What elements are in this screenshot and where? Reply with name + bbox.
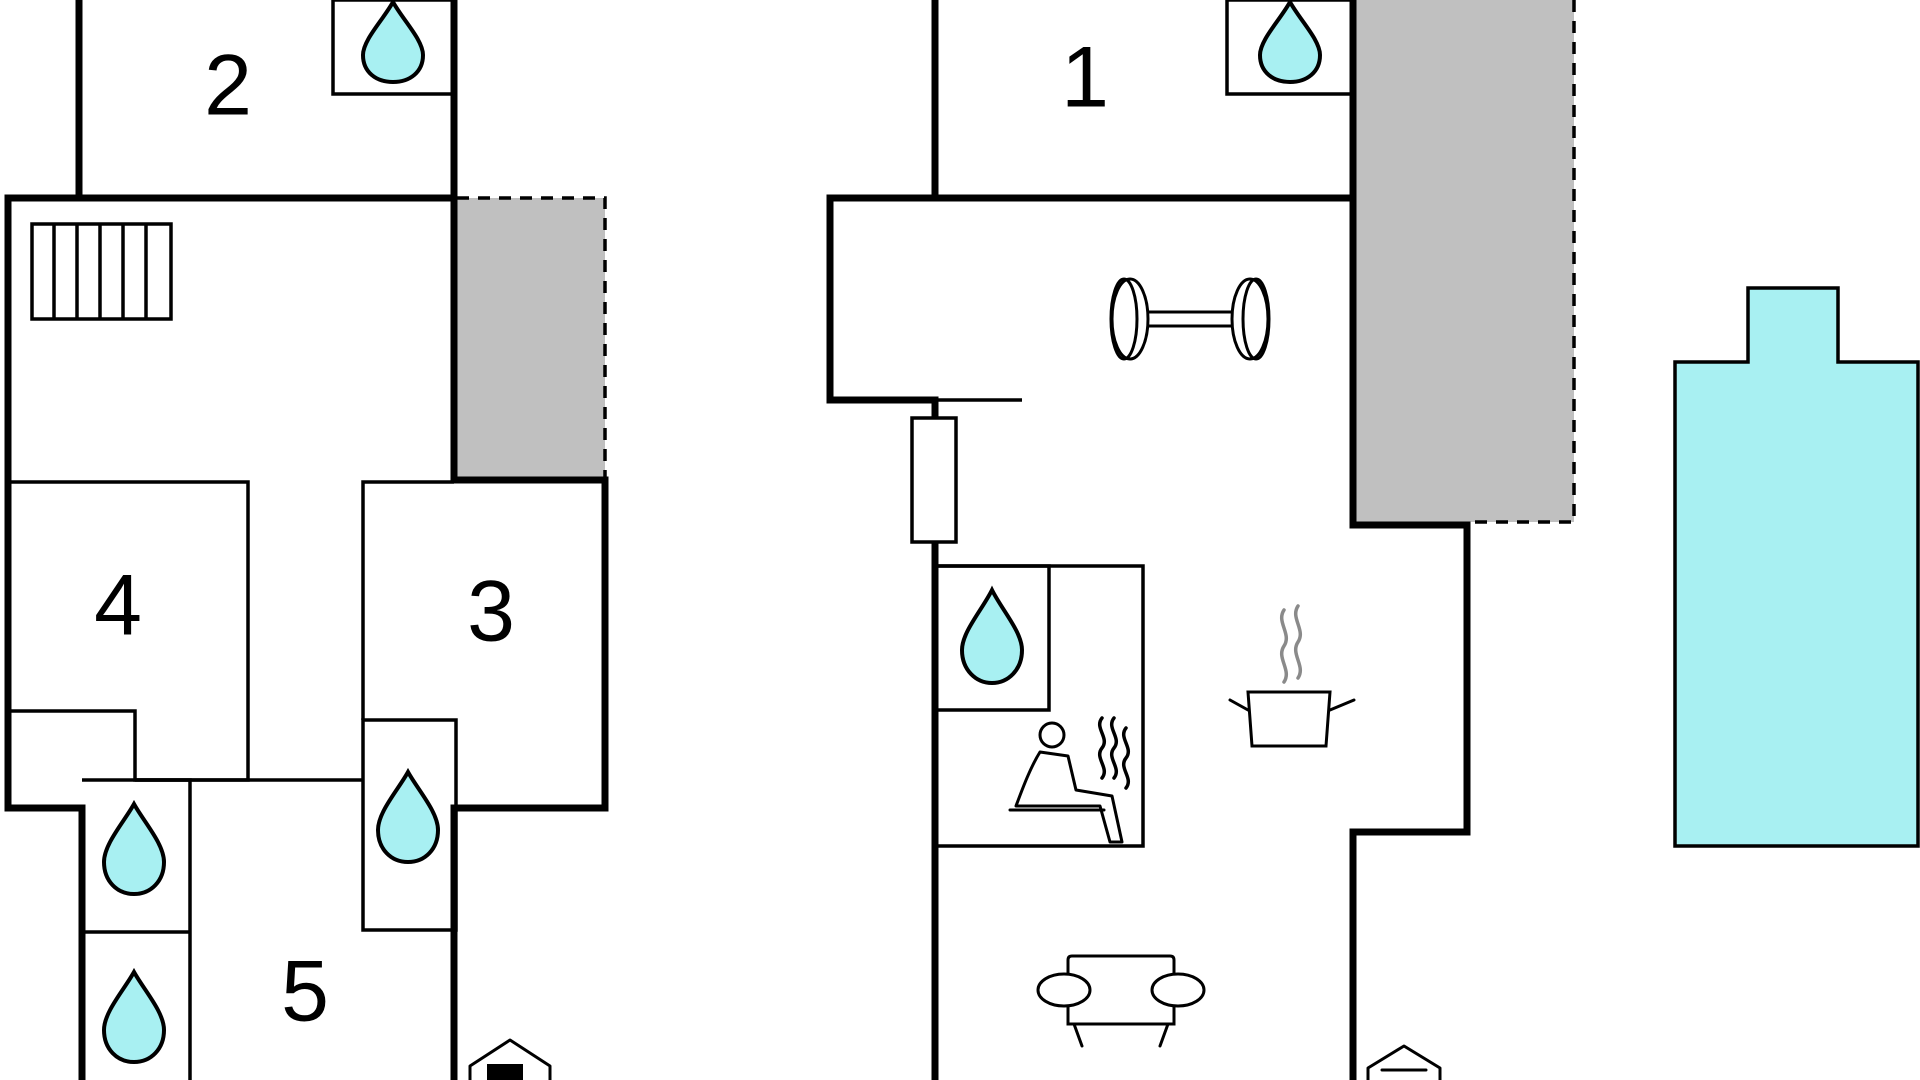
terrace-left — [457, 198, 605, 478]
room-number-5: 5 — [281, 944, 329, 1040]
bathroom-sauna — [933, 564, 1051, 712]
room-number-1: 1 — [1061, 30, 1109, 126]
left-outer-wall-west — [4, 0, 86, 1080]
room-number-3: 3 — [467, 564, 515, 660]
sofa-icon — [1036, 954, 1206, 1048]
water-drop-icon — [375, 767, 441, 865]
entrance-house-icon — [468, 1038, 552, 1080]
bathroom-1 — [1225, 0, 1355, 96]
door-panel — [910, 416, 958, 544]
right-outer-wall-east — [1349, 0, 1471, 1080]
stairs-icon — [30, 222, 173, 321]
sauna-icon — [1008, 716, 1130, 844]
left-outer-wall-east — [450, 0, 609, 1080]
sauna-room — [933, 564, 1145, 848]
bathroom-3 — [361, 718, 458, 932]
right-floor: 1 — [826, 0, 1576, 1080]
water-drop-icon — [101, 967, 167, 1065]
water-drop-icon — [1257, 0, 1323, 85]
left-floor: 2 4 3 5 — [4, 0, 609, 1080]
room-3-walls — [361, 480, 454, 720]
bathroom-4 — [82, 778, 192, 1080]
water-drop-icon — [360, 0, 426, 85]
cooking-pot-icon — [1228, 604, 1356, 748]
right-outer-wall-west — [826, 0, 939, 422]
terrace-right — [1356, 0, 1574, 522]
swimming-pool — [1673, 286, 1920, 848]
terrace-right-dashed-edge — [1470, 0, 1576, 524]
bathroom-2 — [331, 0, 456, 96]
dumbbell-icon — [1109, 277, 1271, 361]
water-drop-icon — [959, 585, 1025, 686]
room-number-4: 4 — [94, 558, 142, 654]
entrance-house-icon — [1366, 1044, 1442, 1080]
terrace-left-dashed-edge — [457, 196, 607, 478]
room-number-2: 2 — [204, 38, 252, 134]
water-drop-icon — [101, 799, 167, 897]
